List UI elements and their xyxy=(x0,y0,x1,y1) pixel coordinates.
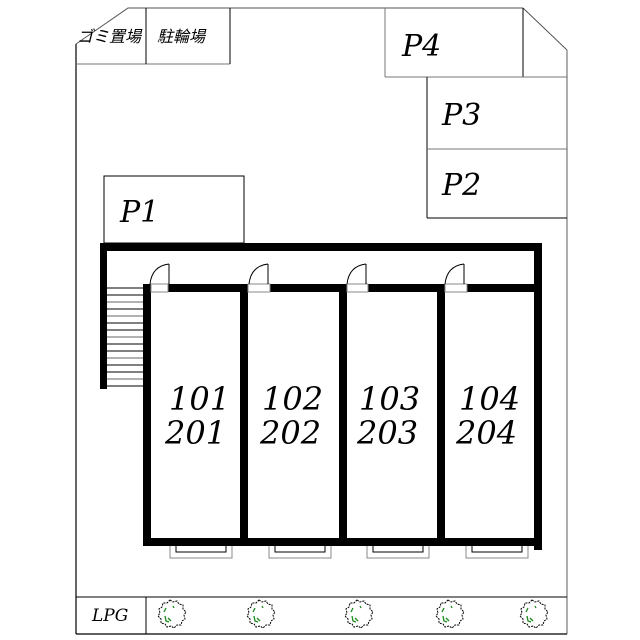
unit-label-104: 104 xyxy=(459,380,520,418)
door-icon-104 xyxy=(444,263,465,285)
parking-label-p4: P4 xyxy=(401,29,441,64)
door-icon-103 xyxy=(346,263,367,285)
tree-icon xyxy=(157,599,187,629)
staircase-icon xyxy=(107,287,143,387)
unit-label-101: 101 xyxy=(169,380,230,418)
bottom-strip xyxy=(76,596,567,634)
building-walls xyxy=(100,243,542,550)
unit-label-204: 204 xyxy=(455,414,517,452)
tree-icon xyxy=(519,599,549,629)
door-thresholds xyxy=(150,283,468,293)
balconies xyxy=(169,546,529,559)
door-icon-101 xyxy=(149,263,170,285)
door-icon-102 xyxy=(248,263,269,285)
balcony-102 xyxy=(268,546,332,559)
tree-icon xyxy=(435,599,465,629)
parking-space-p3-p2 xyxy=(426,77,567,219)
unit-103-203: 103 203 xyxy=(356,380,420,452)
door-swing-icons xyxy=(149,263,465,285)
lpg-label: LPG xyxy=(91,606,128,626)
unit-label-203: 203 xyxy=(356,414,418,452)
garbage-area-label: ゴミ置場 xyxy=(77,27,143,46)
parking-label-p1: P1 xyxy=(119,195,159,230)
balcony-101 xyxy=(169,546,233,559)
unit-104-204: 104 204 xyxy=(455,380,520,452)
unit-label-201: 201 xyxy=(164,414,226,452)
unit-label-202: 202 xyxy=(259,414,321,452)
tree-icon xyxy=(344,599,374,629)
bicycle-parking-label: 駐輪場 xyxy=(157,27,207,46)
balcony-104 xyxy=(465,546,529,559)
unit-label-102: 102 xyxy=(262,380,323,418)
unit-label-103: 103 xyxy=(359,380,420,418)
parking-space-p4 xyxy=(384,8,567,78)
unit-102-202: 102 202 xyxy=(259,380,323,452)
parking-label-p3: P3 xyxy=(441,98,481,133)
parking-label-p2: P2 xyxy=(441,168,481,203)
garbage-bicycle-area xyxy=(76,8,231,65)
unit-101-201: 101 201 xyxy=(164,380,230,452)
lot-boundary xyxy=(75,7,568,635)
tree-icon xyxy=(246,599,276,629)
balcony-103 xyxy=(366,546,430,559)
